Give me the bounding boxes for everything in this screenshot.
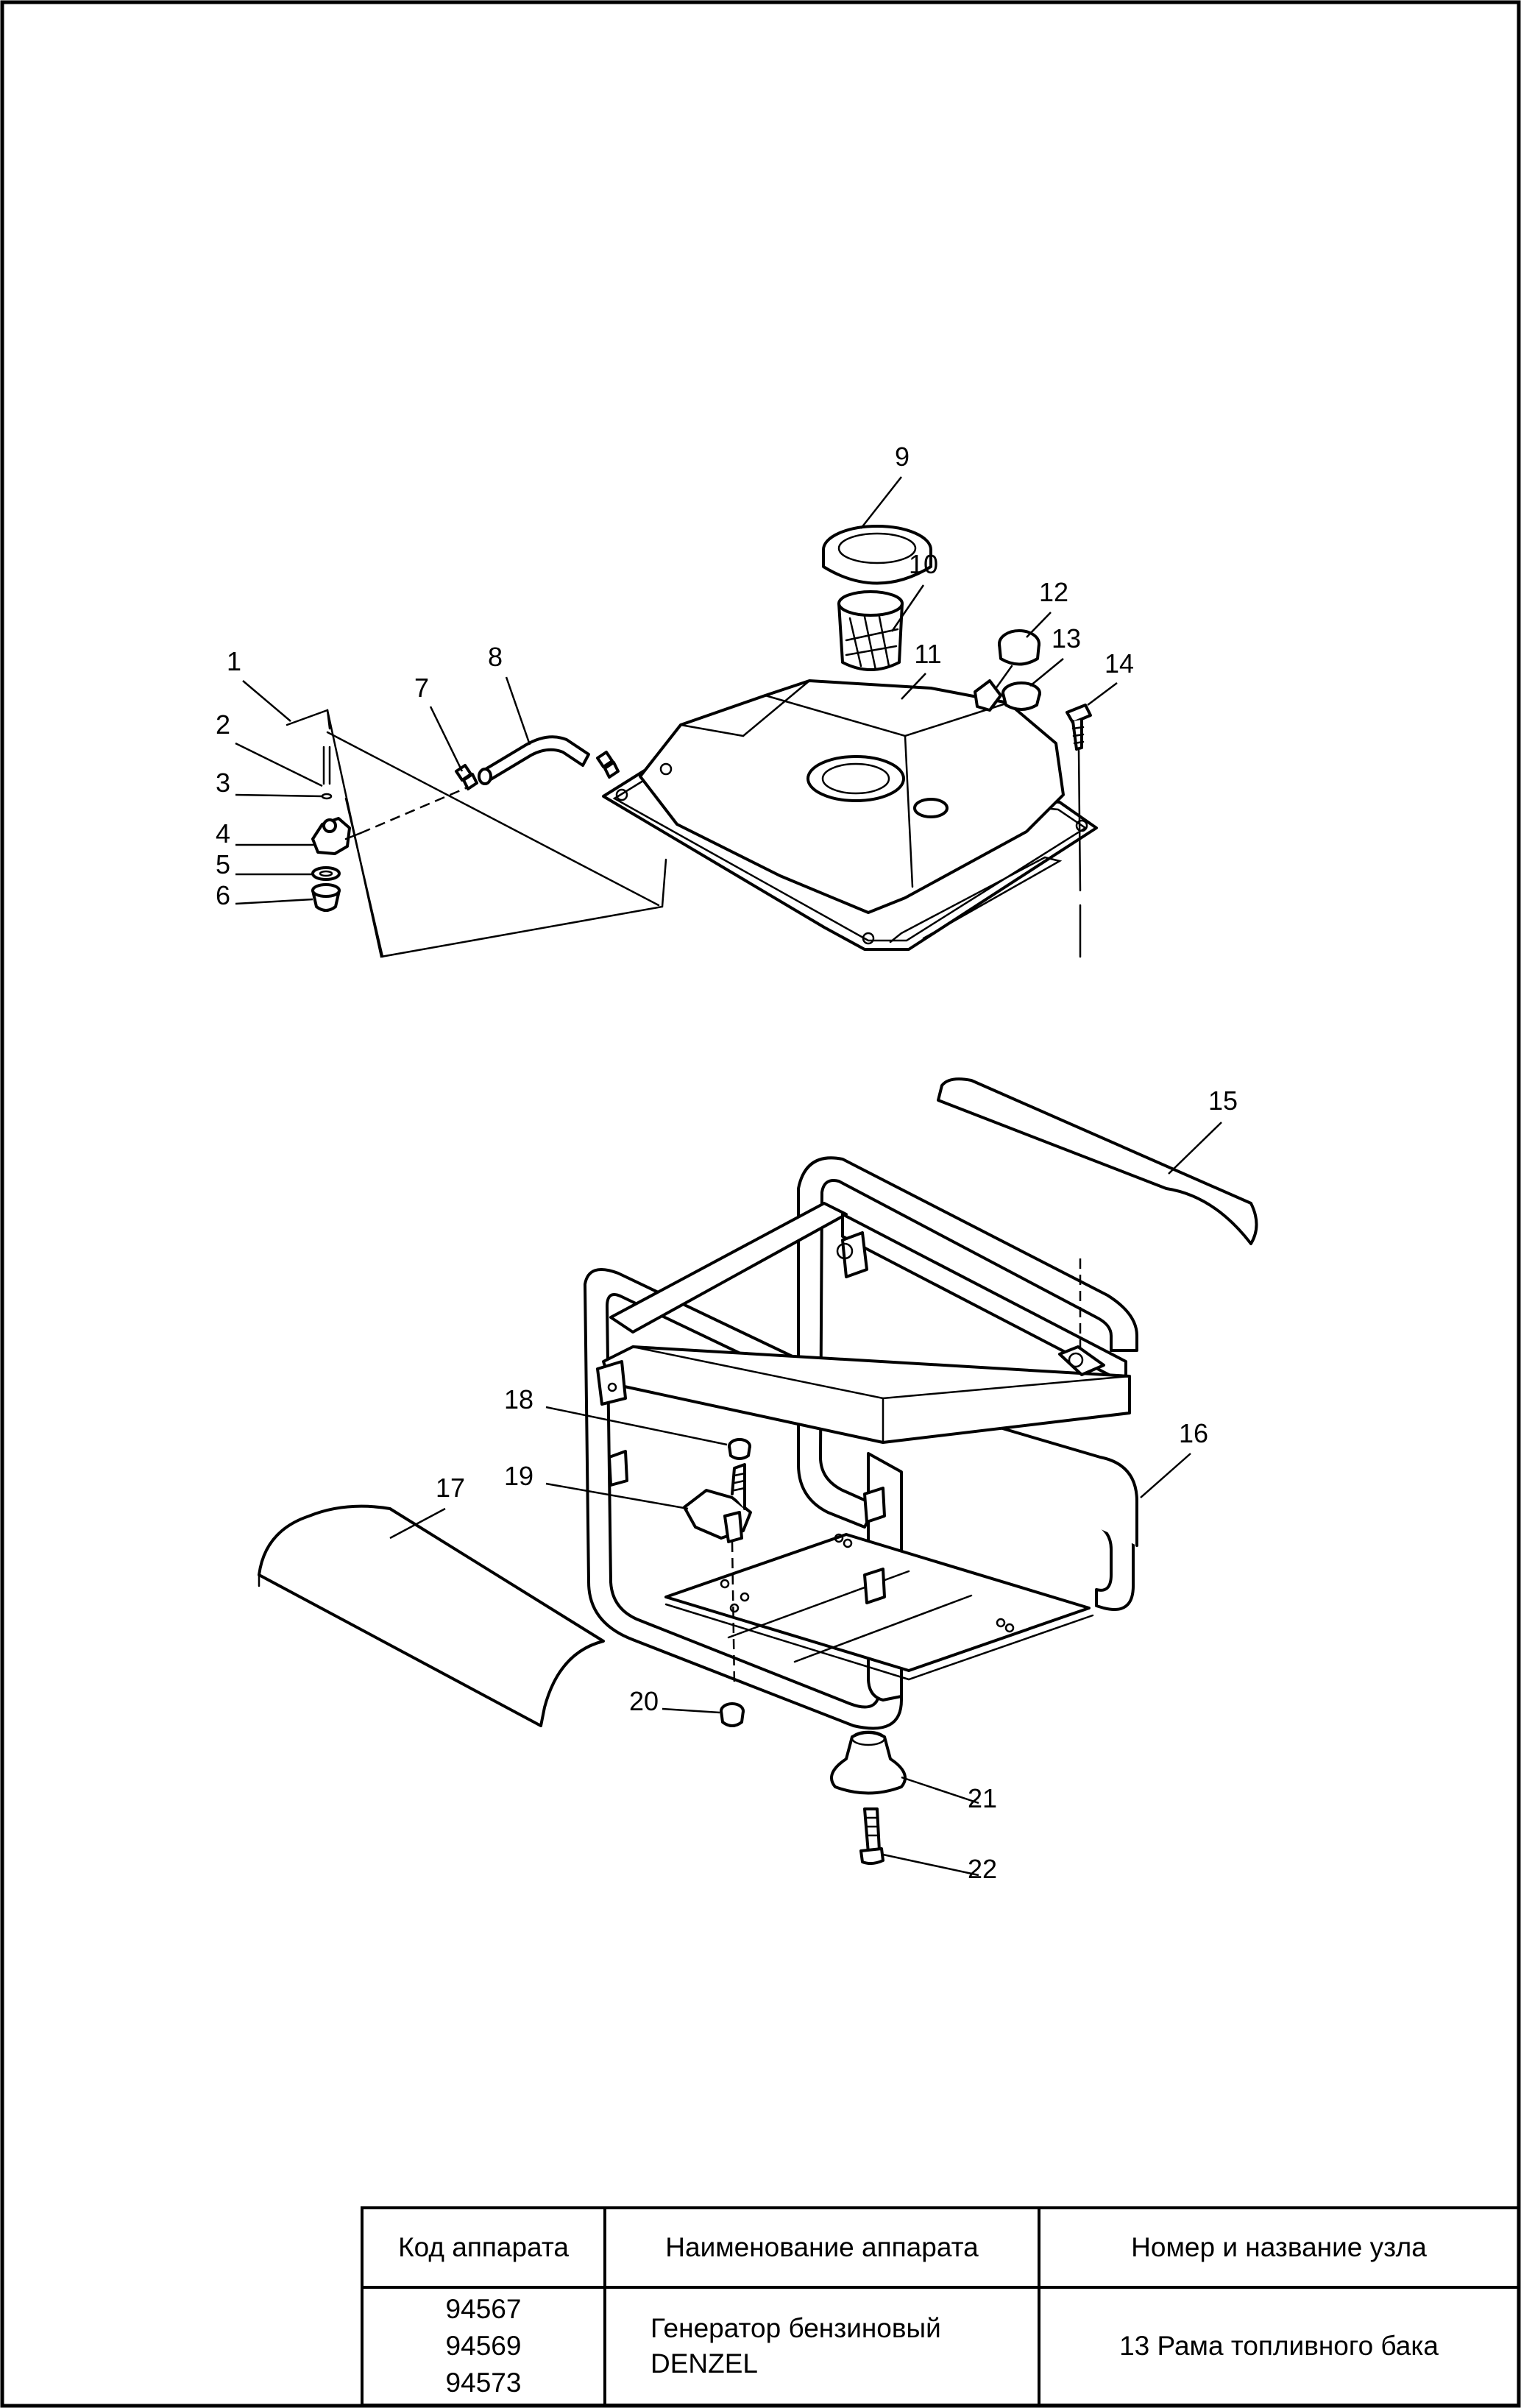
fuel-tank-assembly (602, 525, 1098, 958)
callout-18: 18 (504, 1384, 533, 1414)
callout-17: 17 (436, 1473, 465, 1503)
device-code: 94567 (445, 2294, 522, 2324)
callout-6: 6 (216, 880, 230, 910)
header-device-name: Наименование аппарата (603, 2206, 1040, 2289)
device-codes: 94567 94569 94573 (361, 2286, 606, 2407)
callout-16: 16 (1179, 1418, 1208, 1448)
callout-10: 10 (909, 549, 938, 579)
assembly-name: 13 Рама топливного бака (1038, 2286, 1520, 2407)
callout-9: 9 (895, 442, 910, 472)
callout-15: 15 (1208, 1086, 1238, 1116)
callout-22: 22 (968, 1854, 997, 1884)
title-block-value-row: 94567 94569 94573 Генератор бензиновый D… (361, 2286, 1520, 2407)
leader-lines (235, 476, 1222, 1877)
callout-21: 21 (968, 1783, 997, 1813)
device-name: Генератор бензиновый DENZEL (603, 2286, 1040, 2407)
callout-2: 2 (216, 709, 230, 740)
callout-19: 19 (504, 1461, 533, 1491)
callout-11: 11 (914, 639, 941, 669)
device-name-line: Генератор бензиновый (650, 2313, 941, 2343)
title-block-header-row: Код аппарата Наименование аппарата Номер… (361, 2206, 1520, 2289)
fuel-cock-assembly (286, 709, 667, 958)
callout-20: 20 (629, 1686, 659, 1716)
header-assembly: Номер и название узла (1038, 2206, 1520, 2289)
header-device-code: Код аппарата (361, 2206, 606, 2289)
callout-13: 13 (1052, 623, 1081, 654)
callout-7: 7 (414, 673, 429, 703)
frame-assembly (258, 1077, 1258, 1866)
device-code: 94573 (445, 2368, 522, 2398)
callout-1: 1 (227, 646, 241, 676)
callout-4: 4 (216, 818, 230, 849)
title-block: Код аппарата Наименование аппарата Номер… (361, 2206, 1520, 2407)
device-name-line: DENZEL (650, 2348, 758, 2379)
device-code: 94569 (445, 2331, 522, 2361)
callout-3: 3 (216, 768, 230, 798)
callout-12: 12 (1039, 577, 1068, 607)
callout-5: 5 (216, 849, 230, 879)
callout-8: 8 (488, 642, 503, 672)
callout-14: 14 (1105, 648, 1134, 679)
